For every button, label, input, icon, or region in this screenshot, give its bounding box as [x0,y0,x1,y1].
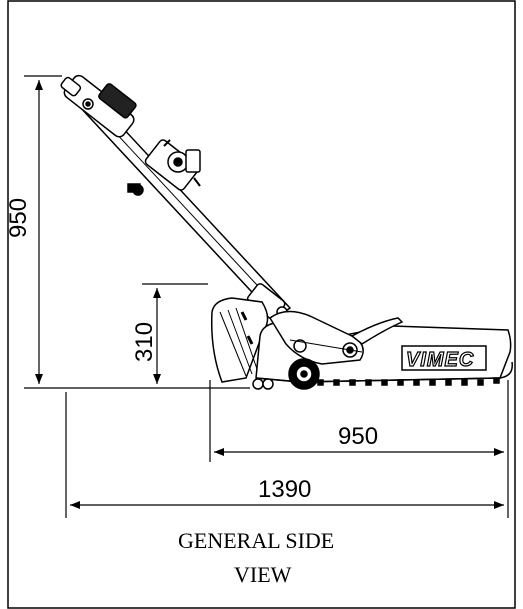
track-tread [255,361,513,383]
tread-teeth [317,377,500,386]
brand-logo: VIMEC [406,349,474,371]
dimension-platform-height-label: 310 [131,322,158,362]
front-wheel [288,358,320,390]
dimension-track-length-label: 950 [338,423,378,450]
linkage-arm [269,310,364,365]
dimension-overall-length: 1390 [65,392,509,518]
dimension-overall-height: 950 [5,75,250,389]
caption-line-1: GENERAL SIDE [178,528,334,553]
dimension-track-length: 950 [209,380,509,462]
dimension-overall-height-label: 950 [5,198,32,238]
drawing-frame [7,0,516,609]
caption-line-2: VIEW [234,562,292,587]
dimension-overall-length-label: 1390 [258,476,311,503]
adjustment-clamp [127,139,201,196]
brand-plate [401,345,487,371]
handle-grip [60,74,137,138]
stair-climber-side-view: VIMEC [60,74,513,390]
dimension-platform-height: 310 [131,283,208,384]
